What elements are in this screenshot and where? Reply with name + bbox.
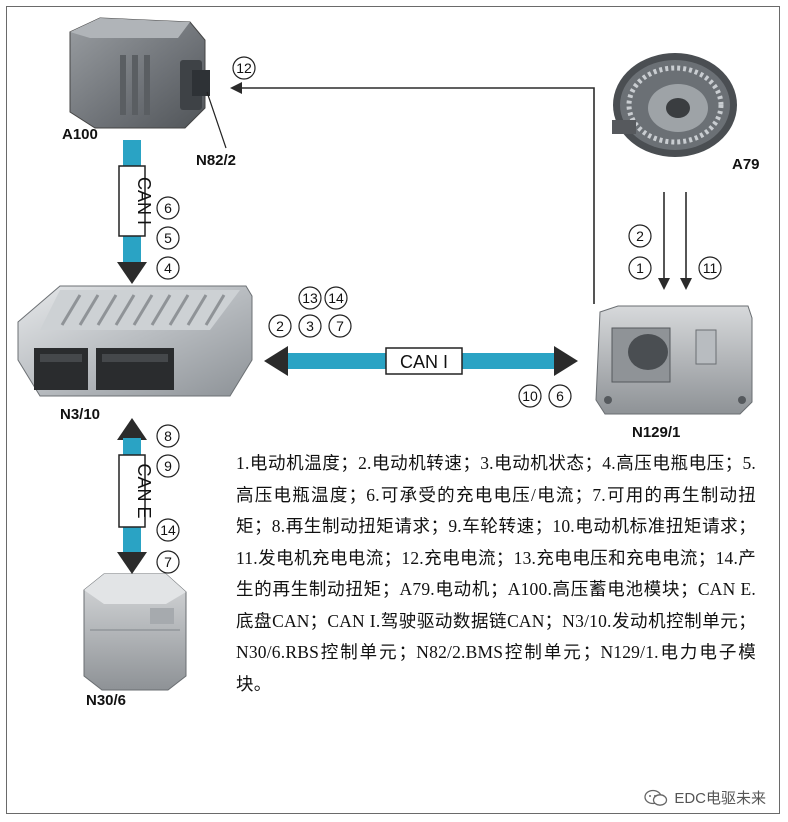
battery-module-icon <box>69 17 210 129</box>
signal-marker-4: 4 <box>156 256 180 280</box>
signal-number: 9 <box>164 458 172 474</box>
signal-number: 3 <box>306 318 314 334</box>
signal-marker-14: 14 <box>324 286 348 310</box>
label-n82-2: N82/2 <box>196 152 237 169</box>
signal-number: 2 <box>636 228 644 244</box>
label-a79: A79 <box>732 156 760 173</box>
label-n129-1: N129/1 <box>632 424 681 441</box>
signal-marker-3: 3 <box>298 314 322 338</box>
figure-frame <box>6 6 780 814</box>
power-electronics-icon <box>595 305 753 415</box>
signal-number: 7 <box>164 554 172 570</box>
signal-marker-2: 2 <box>628 224 652 248</box>
signal-marker-2: 2 <box>268 314 292 338</box>
rbs-abs-unit-icon <box>83 573 187 691</box>
signal-marker-8: 8 <box>156 424 180 448</box>
signal-number: 4 <box>164 260 172 276</box>
charging-current-arrow <box>230 82 595 304</box>
signal-marker-6: 6 <box>548 384 572 408</box>
signal-marker-12: 12 <box>232 56 256 80</box>
signal-number: 11 <box>703 260 718 276</box>
can-e-vertical-label: CAN E <box>134 463 154 518</box>
wechat-icon <box>644 789 668 806</box>
signal-marker-1: 1 <box>628 256 652 280</box>
signal-number: 6 <box>164 200 172 216</box>
signal-number: 12 <box>236 60 252 76</box>
can-i-vertical-label: CAN I <box>134 177 154 225</box>
signal-number: 10 <box>522 388 538 404</box>
signal-marker-11: 11 <box>698 256 722 280</box>
watermark-text: EDC电驱未来 <box>674 790 766 807</box>
signal-number: 5 <box>164 230 172 246</box>
signal-marker-7: 7 <box>328 314 352 338</box>
can-i-horizontal-bus <box>264 346 578 376</box>
legend-text: 1.电动机温度；2.电动机转速；3.电动机状态；4.高压电瓶电压；5.高压电瓶温… <box>236 453 756 694</box>
label-a100: A100 <box>62 126 98 143</box>
can-i-vertical-bus <box>117 140 147 284</box>
can-e-vertical-bus <box>117 418 147 574</box>
signal-number: 7 <box>336 318 344 334</box>
signal-marker-14: 14 <box>156 518 180 542</box>
signal-number: 13 <box>302 290 318 306</box>
n82-pointer-line <box>206 91 227 149</box>
electric-motor-icon <box>612 53 737 157</box>
engine-ecu-icon <box>17 285 253 397</box>
signal-marker-9: 9 <box>156 454 180 478</box>
signal-number: 8 <box>164 428 172 444</box>
label-n3-10: N3/10 <box>60 406 101 423</box>
label-n30-6: N30/6 <box>86 692 127 709</box>
signal-marker-13: 13 <box>298 286 322 310</box>
signal-number: 6 <box>556 388 564 404</box>
can-i-horizontal-label: CAN I <box>400 352 448 372</box>
signal-number: 14 <box>160 522 176 538</box>
signal-number: 2 <box>276 318 284 334</box>
signal-number: 1 <box>636 260 644 276</box>
signal-marker-10: 10 <box>518 384 542 408</box>
signal-marker-6: 6 <box>156 196 180 220</box>
signal-number: 14 <box>328 290 344 306</box>
watermark: EDC电驱未来 <box>644 787 766 808</box>
signal-marker-5: 5 <box>156 226 180 250</box>
signal-marker-7: 7 <box>156 550 180 574</box>
